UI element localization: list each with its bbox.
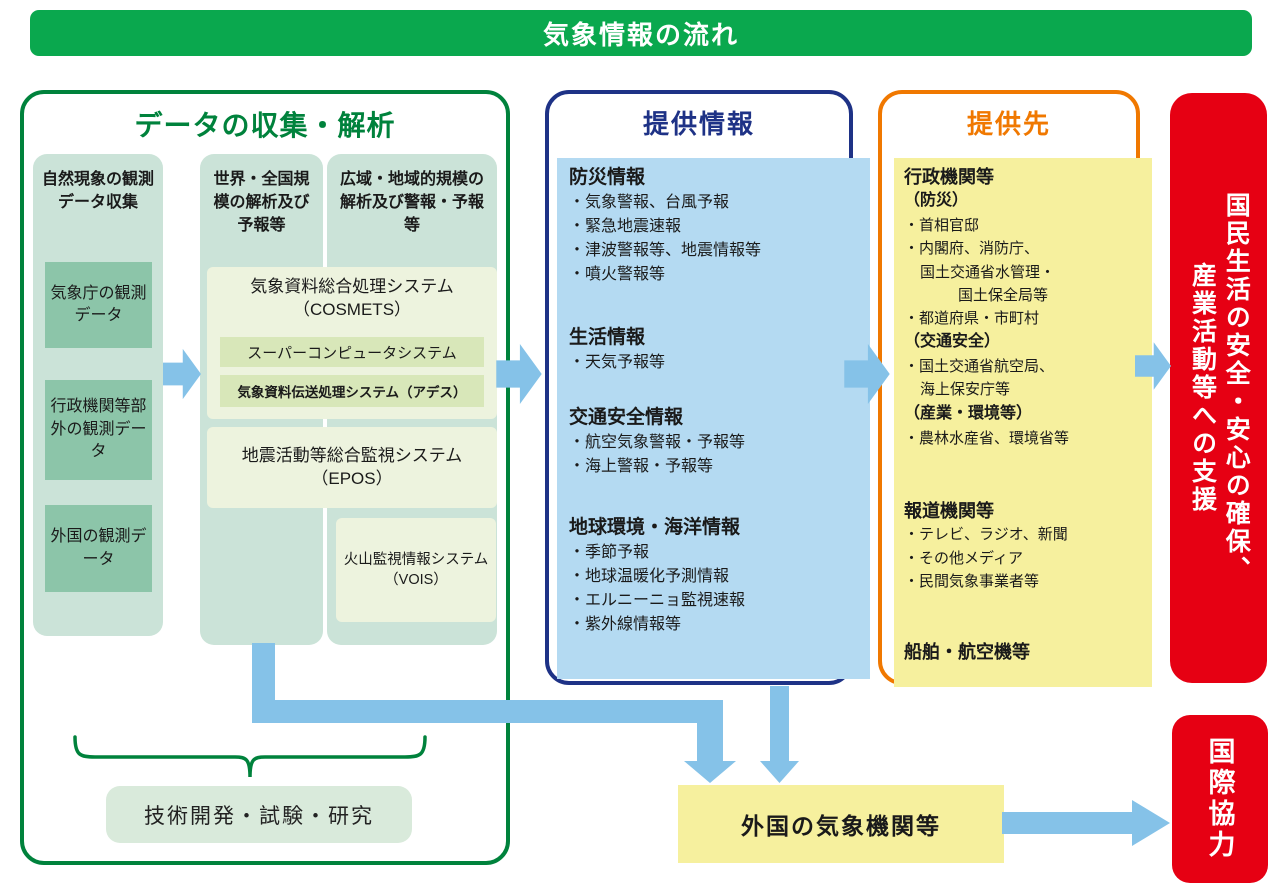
connector-pipe-and-arrow-down-icon (252, 643, 799, 783)
box-disaster-info: 防災情報 ・気象警報、台風予報 ・緊急地震速報 ・津波警報等、地震情報等 ・噴火… (557, 158, 870, 318)
arrow-right-icon (1135, 342, 1171, 390)
list-item: ・農林水産省、環境省等 (904, 429, 1070, 447)
box-foreign-observation-data: 外国の観測データ (45, 505, 152, 592)
brace-icon (73, 735, 427, 778)
list-item: 海上保安庁等 (920, 381, 1011, 399)
panel-observation-header: 自然現象の観測データ収集 (41, 171, 154, 212)
epos-name: 地震活動等総合監視システム (241, 445, 463, 465)
section-provided-info-title: 提供情報 (642, 109, 755, 139)
list-item: ・緊急地震速報 (569, 217, 682, 235)
title-banner: 気象情報の流れ (30, 10, 1252, 56)
list-item: ・航空気象警報・予報等 (569, 433, 746, 451)
box-cosmets: 気象資料総合処理システム （COSMETS） スーパーコンピュータシステム 気象… (207, 267, 497, 419)
list-item: ・都道府県・市町村 (904, 310, 1040, 328)
list-item: ・季節予報 (569, 543, 650, 561)
list-item: ・テレビ、ラジオ、新聞 (904, 526, 1068, 544)
box-government-agencies: 行政機関等 （防災） ・首相官邸 ・内閣府、消防庁、 国土交通省水管理・ 国土保… (894, 158, 1152, 492)
list-item: 国土保全局等 (958, 286, 1049, 304)
vois-name: 火山監視情報システム (343, 551, 489, 568)
box-tech-development: 技術開発・試験・研究 (106, 786, 412, 843)
list-item: ・気象警報、台風予報 (569, 193, 730, 211)
list-item: ・海上警報・予報等 (569, 457, 714, 475)
list-item: ・地球温暖化予測情報 (569, 567, 730, 585)
panel-regional-analysis-header: 広域・地域的規模の解析及び警報・予報等 (339, 171, 484, 235)
list-item: ・噴火警報等 (569, 265, 666, 283)
box-national-safety-outcome: 国民生活の安全・安心の確保、 産業活動等への支援 (1170, 93, 1267, 683)
list-item: ・国土交通省航空局、 (904, 358, 1055, 376)
panel-global-analysis-header: 世界・全国規模の解析及び予報等 (213, 171, 310, 235)
page-title: 気象情報の流れ (542, 19, 739, 50)
box-daily-life-info: 生活情報 ・天気予報等 (557, 318, 870, 404)
section-data-collection-title: データの収集・解析 (134, 110, 396, 141)
box-global-environment-info: 地球環境・海洋情報 ・季節予報 ・地球温暖化予測情報 ・エルニーニョ監視速報 ・… (557, 508, 870, 679)
box-supercomputer-system: スーパーコンピュータシステム (220, 337, 484, 367)
box-foreign-met-agencies: 外国の気象機関等 (678, 785, 1004, 863)
list-item: （交通安全） (904, 333, 1001, 351)
list-item: ・首相官邸 (904, 217, 980, 235)
cosmets-abbr: （COSMETS） (292, 299, 412, 319)
section-destinations: 提供先 行政機関等 （防災） ・首相官邸 ・内閣府、消防庁、 国土交通省水管理・… (878, 90, 1152, 687)
box-adess-system: 気象資料伝送処理システム（アデス） (220, 375, 484, 407)
list-item: ・民間気象事業者等 (904, 572, 1040, 590)
section-provided-info: 提供情報 防災情報 ・気象警報、台風予報 ・緊急地震速報 ・津波警報等、地震情報… (545, 90, 870, 685)
intl-cooperation-label: 国際協力 (1204, 737, 1235, 861)
box-media-organizations: 報道機関等 ・テレビ、ラジオ、新聞 ・その他メディア ・民間気象事業者等 (894, 492, 1152, 627)
outcome-line1: 国民生活の安全・安心の確保、 (1222, 192, 1251, 584)
box-traffic-safety-info: 交通安全情報 ・航空気象警報・予報等 ・海上警報・予報等 (557, 398, 870, 514)
list-item: 国土交通省水管理・ (920, 263, 1056, 281)
list-item: ・エルニーニョ監視速報 (569, 591, 746, 609)
arrow-right-icon (496, 344, 542, 404)
box-vois: 火山監視情報システム （VOIS） (336, 518, 496, 622)
vois-abbr: （VOIS） (384, 572, 448, 588)
list-item: （防災） (904, 192, 969, 210)
cosmets-name: 気象資料総合処理システム (250, 277, 454, 296)
list-item: ・その他メディア (904, 549, 1023, 567)
section-destinations-title: 提供先 (966, 109, 1051, 139)
list-item: ・内閣府、消防庁、 (904, 240, 1040, 258)
outcome-line2: 産業活動等への支援 (1188, 262, 1217, 514)
box-epos: 地震活動等総合監視システム （EPOS） (207, 427, 497, 508)
arrow-right-icon (1002, 800, 1170, 846)
list-item: ・天気予報等 (569, 353, 666, 371)
box-international-cooperation: 国際協力 (1172, 715, 1268, 883)
epos-abbr: （EPOS） (311, 468, 393, 488)
list-item: （産業・環境等） (904, 404, 1033, 422)
box-external-agency-data: 行政機関等部外の観測データ (45, 380, 152, 480)
list-item: ・津波警報等、地震情報等 (569, 241, 762, 259)
box-ships-aircraft: 船舶・航空機等 (894, 619, 1152, 687)
box-jma-observation-data: 気象庁の観測データ (45, 262, 152, 348)
list-item: ・紫外線情報等 (569, 615, 682, 633)
arrow-right-icon (844, 344, 890, 404)
arrow-right-icon (163, 348, 201, 400)
